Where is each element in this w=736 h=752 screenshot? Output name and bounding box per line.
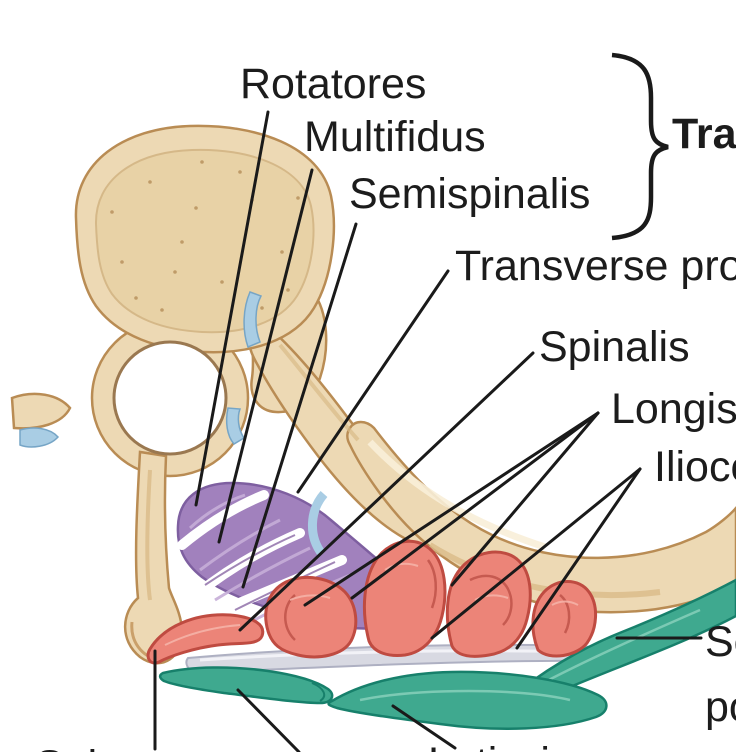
superior-facet-cartilage xyxy=(243,291,263,348)
leader-rotatores xyxy=(194,110,270,507)
leader-lower-left-muscle xyxy=(236,688,301,752)
label-latissimus-dorsi: Latissimus dorsi xyxy=(428,740,688,752)
erector-bundle-4 xyxy=(531,580,597,658)
left-transverse-process-bone xyxy=(10,392,72,430)
latissimus-dorsi-muscle xyxy=(327,670,608,730)
costotransverse-facet-cartilage xyxy=(307,491,328,557)
trapezius-muscle-slip xyxy=(158,666,334,705)
leader-longissimus-1 xyxy=(303,411,600,607)
left-facet-cartilage xyxy=(19,427,60,448)
erector-fiber-highlights xyxy=(164,562,579,646)
transversospinalis-muscle-group xyxy=(176,481,418,630)
label-rotatores: Rotatores xyxy=(240,60,427,108)
leader-lines xyxy=(153,110,703,752)
label-multifidus: Multifidus xyxy=(304,113,486,161)
erector-bundle-2 xyxy=(362,539,447,657)
label-transversospinalis-group: Transversospinalis xyxy=(672,110,736,158)
label-spinous-process: Spinous process xyxy=(35,743,353,752)
label-iliocostalis: Iliocostalis xyxy=(654,443,736,491)
leader-spinalis xyxy=(238,351,535,632)
spinous-process-bone xyxy=(124,450,184,665)
label-serratus-posterior: Serratus posterior xyxy=(705,610,736,741)
group-bracket xyxy=(611,52,669,241)
spinalis-muscle xyxy=(146,613,265,665)
vertebral-foramen xyxy=(112,340,228,456)
vertebra-bone-group xyxy=(10,124,736,665)
leader-transverse-process xyxy=(296,269,450,494)
erector-inner-folds xyxy=(284,559,571,641)
label-serratus-line1: Serratus xyxy=(705,618,736,666)
label-semispinalis: Semispinalis xyxy=(349,170,591,218)
leader-semispinalis xyxy=(241,222,358,589)
superficial-muscle-group xyxy=(158,578,736,730)
latissimus-fiber-highlight xyxy=(359,689,571,702)
label-transverse-process: Transverse process xyxy=(455,242,736,290)
leader-multifidus xyxy=(217,168,314,544)
leader-iliocostalis-1 xyxy=(430,467,642,640)
label-serratus-line2: posterior xyxy=(705,683,736,732)
leader-longissimus-2 xyxy=(350,411,600,600)
label-spinalis: Spinalis xyxy=(539,323,690,371)
facet-cartilage-group xyxy=(19,291,328,557)
label-longissimus: Longissimus xyxy=(611,385,736,433)
muscle-tip-fold xyxy=(311,682,326,702)
vertebral-body-inner-surface xyxy=(94,148,315,334)
leader-iliocostalis-2 xyxy=(515,467,642,650)
erector-bundle-1 xyxy=(264,575,358,659)
erector-bundle-3 xyxy=(445,550,532,658)
bone-shading xyxy=(130,343,661,662)
leader-longissimus-3 xyxy=(450,411,600,587)
leader-latissimus xyxy=(391,704,457,750)
